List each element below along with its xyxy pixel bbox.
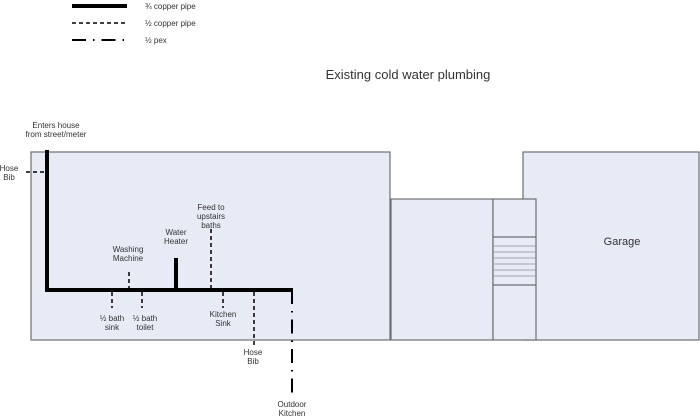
label-kitchen-sink: Sink <box>215 319 232 328</box>
legend: ¾ copper pipe ½ copper pipe ½ pex <box>72 2 196 45</box>
label-kitchen-sink: Kitchen <box>210 310 237 319</box>
label-washing-machine: Washing <box>113 245 144 254</box>
legend-label: ¾ copper pipe <box>145 2 196 11</box>
label-hose-bib: Hose <box>244 348 263 357</box>
label-hose-bib-left: Hose <box>0 164 19 173</box>
label-enters-house: Enters house <box>32 121 80 130</box>
label-upstairs-feed: Feed to <box>197 203 225 212</box>
label-outdoor-kitchen: Kitchen <box>279 409 306 418</box>
diagram-title: Existing cold water plumbing <box>326 67 491 82</box>
label-hose-bib: Bib <box>247 357 259 366</box>
label-water-heater: Heater <box>164 237 188 246</box>
stair-room <box>492 198 537 341</box>
label-bath-toilet: toilet <box>137 323 155 332</box>
label-bath-sink: sink <box>105 323 120 332</box>
stairs <box>493 236 536 286</box>
garage-label: Garage <box>604 236 641 248</box>
label-washing-machine: Machine <box>113 254 144 263</box>
label-upstairs-feed: upstairs <box>197 212 225 221</box>
main-supply-pipe <box>45 150 293 292</box>
label-bath-sink: ½ bath <box>100 314 124 323</box>
garage-room <box>522 151 700 341</box>
label-hose-bib-left: Bib <box>3 173 15 182</box>
legend-label: ½ pex <box>145 36 167 45</box>
label-outdoor-kitchen: Outdoor <box>278 400 307 409</box>
label-bath-toilet: ½ bath <box>133 314 157 323</box>
legend-label: ½ copper pipe <box>145 19 196 28</box>
label-upstairs-feed: baths <box>201 221 221 230</box>
label-enters-house: from street/meter <box>26 130 87 139</box>
label-water-heater: Water <box>165 228 186 237</box>
middle-room <box>390 198 494 341</box>
